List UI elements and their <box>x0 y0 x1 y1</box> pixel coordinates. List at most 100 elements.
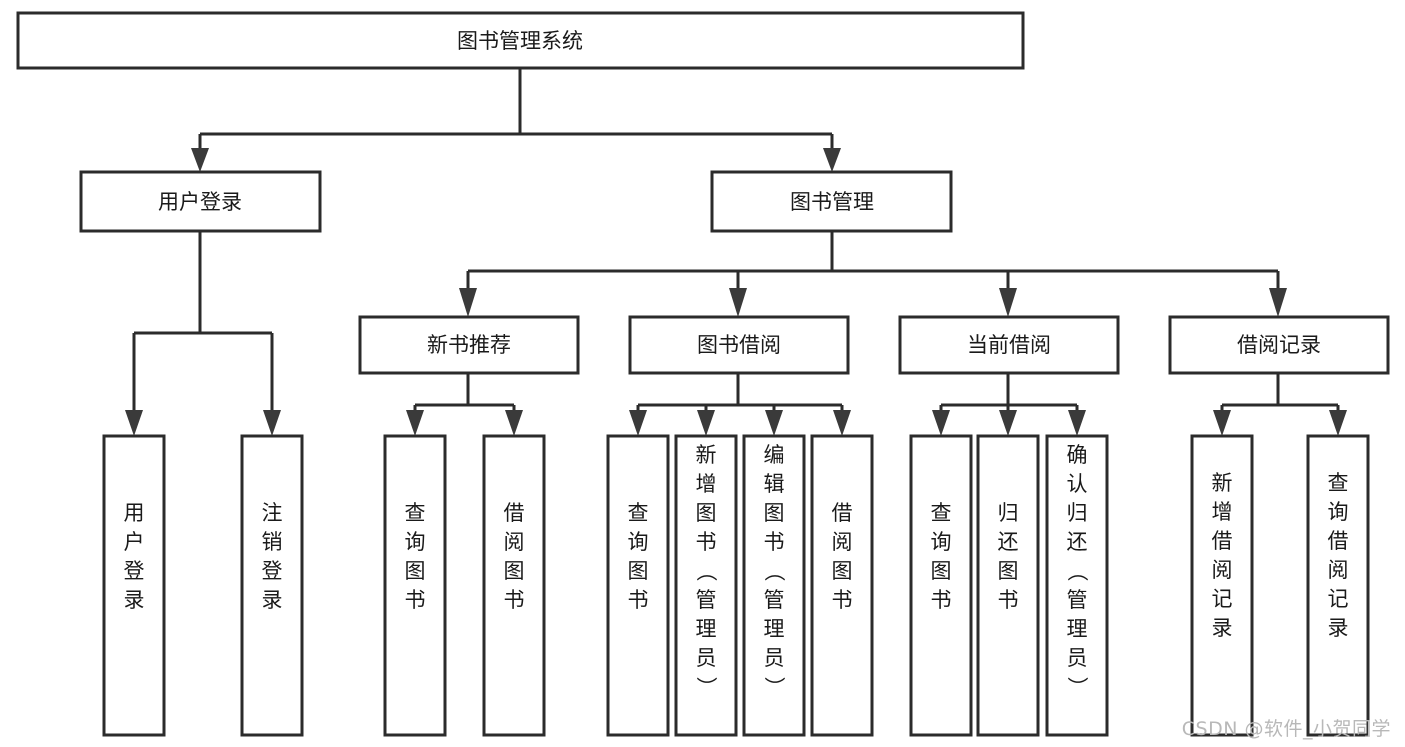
arrow-to-leaf-logout <box>263 410 281 436</box>
vertical-label-char: 图 <box>931 559 952 583</box>
connector-layer <box>125 68 1347 436</box>
vertical-label-char: 图 <box>832 559 853 583</box>
arrow-to-leaf-user-login <box>125 410 143 436</box>
node-borrow-record-label: 借阅记录 <box>1237 333 1321 357</box>
vertical-label-char: 询 <box>628 530 649 554</box>
vertical-label-char: 归 <box>1067 501 1088 525</box>
arrow-to-leaf-query-book-c <box>932 410 950 436</box>
vertical-label-char: 图 <box>696 501 717 525</box>
vertical-label-char: 编 <box>764 443 785 467</box>
vertical-label-char: 记 <box>1328 587 1349 611</box>
arrow-to-leaf-borrow-book-a <box>505 410 523 436</box>
vertical-label-char: 书 <box>832 588 853 612</box>
arrow-to-leaf-add-book <box>697 410 715 436</box>
node-book-borrow[interactable]: 图书借阅 <box>628 315 850 375</box>
vertical-label-char: 录 <box>1328 616 1349 640</box>
arrow-to-leaf-return-book <box>999 410 1017 436</box>
vertical-label-char: 登 <box>262 559 283 583</box>
node-book-manage[interactable]: 图书管理 <box>710 170 953 233</box>
node-current-borrow-label: 当前借阅 <box>967 333 1051 357</box>
vertical-label-char: 阅 <box>504 530 525 554</box>
vertical-label-char: 新 <box>696 443 717 467</box>
vertical-label-char: 录 <box>124 588 145 612</box>
vertical-label-char: 增 <box>1212 500 1233 524</box>
vertical-label-char: 书 <box>998 588 1019 612</box>
vertical-label-char: 管 <box>1067 588 1088 612</box>
vertical-label-char: 借 <box>1212 529 1233 553</box>
vertical-label-char: 查 <box>931 501 952 525</box>
vertical-label-char: 理 <box>1067 617 1088 641</box>
arrow-to-current-borrow <box>999 288 1017 317</box>
vertical-label-char: 新 <box>1212 471 1233 495</box>
arrow-to-leaf-query-book-a <box>406 410 424 436</box>
vertical-label-char: 注 <box>262 501 283 525</box>
vertical-label-char: 销 <box>262 530 283 554</box>
vertical-label-char: 录 <box>1212 616 1233 640</box>
vertical-label-char: ） <box>694 677 718 698</box>
vertical-label-char: 归 <box>998 501 1019 525</box>
vertical-label-char: 还 <box>998 530 1019 554</box>
vertical-label-char: 登 <box>124 559 145 583</box>
vertical-label-char: 借 <box>832 501 853 525</box>
arrow-to-leaf-add-record <box>1213 410 1231 436</box>
vertical-label-char: 还 <box>1067 530 1088 554</box>
vertical-label-char: 书 <box>405 588 426 612</box>
vertical-label-char: 记 <box>1212 587 1233 611</box>
vertical-label-char: （ <box>694 561 718 582</box>
vertical-label-char: 图 <box>405 559 426 583</box>
node-leaf-user-login[interactable]: 用户登录 <box>102 434 166 737</box>
vertical-label-char: 询 <box>1328 500 1349 524</box>
vertical-label-char: 管 <box>696 588 717 612</box>
node-user-login-label: 用户登录 <box>158 190 242 214</box>
vertical-label-char: 图 <box>504 559 525 583</box>
vertical-label-char: 录 <box>262 588 283 612</box>
node-current-borrow[interactable]: 当前借阅 <box>898 315 1120 375</box>
vertical-label-char: 确 <box>1067 443 1088 467</box>
vertical-label-char: 认 <box>1067 472 1088 496</box>
arrow-to-leaf-borrow-book-b <box>833 410 851 436</box>
vertical-label-char: 书 <box>764 530 785 554</box>
vertical-label-char: 用 <box>124 501 145 525</box>
vertical-label-char: ） <box>1065 677 1089 698</box>
vertical-label-char: 员 <box>696 646 717 670</box>
node-new-book-rec-label: 新书推荐 <box>427 333 511 357</box>
vertical-label-char: 员 <box>1067 646 1088 670</box>
vertical-label-char: 管 <box>764 588 785 612</box>
vertical-label-char: 查 <box>628 501 649 525</box>
vertical-label-char: 书 <box>504 588 525 612</box>
node-book-manage-label: 图书管理 <box>790 190 874 214</box>
node-user-login[interactable]: 用户登录 <box>79 170 322 233</box>
node-root[interactable]: 图书管理系统 <box>16 11 1025 70</box>
arrow-to-book-borrow <box>729 288 747 317</box>
vertical-label-char: 理 <box>696 617 717 641</box>
node-root-label: 图书管理系统 <box>457 29 583 53</box>
arrow-to-leaf-query-book-b <box>629 410 647 436</box>
node-book-borrow-label: 图书借阅 <box>697 333 781 357</box>
vertical-label-char: 图 <box>998 559 1019 583</box>
node-new-book-rec[interactable]: 新书推荐 <box>358 315 580 375</box>
node-borrow-record[interactable]: 借阅记录 <box>1168 315 1390 375</box>
vertical-label-char: 书 <box>696 530 717 554</box>
vertical-label-char: 阅 <box>1328 558 1349 582</box>
